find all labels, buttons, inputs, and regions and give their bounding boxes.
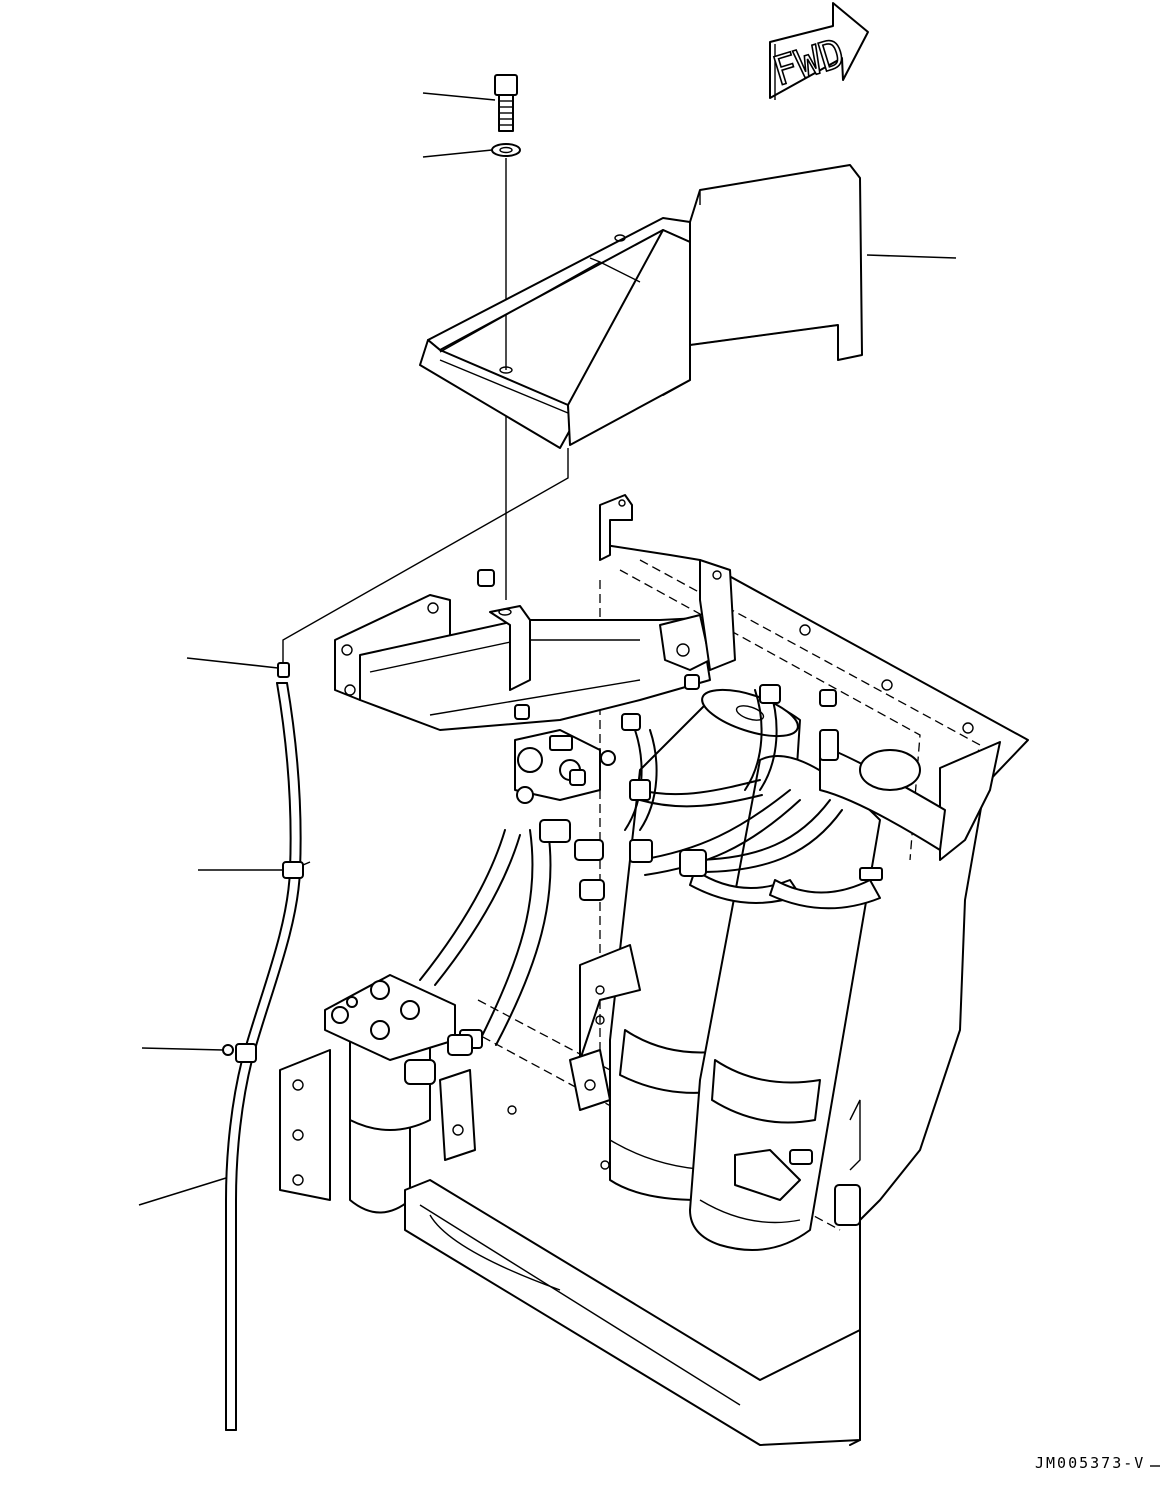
tube-clamp-lower-icon	[222, 1043, 257, 1063]
callout-leader-washer	[422, 149, 493, 158]
lower-frame-plate	[279, 944, 861, 1446]
filter-cylinder-right	[689, 755, 881, 1251]
drawing-code-label: JM005373-V	[1035, 1454, 1145, 1472]
upper-cross-bracket	[334, 494, 736, 731]
callout-leader-cap	[186, 657, 279, 669]
assembly-leader-line	[282, 448, 569, 662]
cover-bracket	[419, 164, 863, 449]
callout-leader-cover-bracket	[866, 254, 957, 259]
valve-block	[514, 713, 641, 804]
right-arm-bracket	[819, 729, 946, 851]
dipstick-tube	[225, 662, 302, 1431]
hose-lines	[419, 689, 843, 1046]
callout-leader-lower-clamp	[141, 1047, 224, 1051]
fwd-arrow-icon: FWD	[767, 2, 869, 100]
tube-clamp-upper-icon	[282, 861, 311, 879]
callout-leader-bolt	[422, 92, 496, 101]
small-filter	[324, 974, 476, 1214]
callout-leader-tube	[138, 1177, 227, 1206]
cylinder-band-clamp	[689, 867, 883, 1201]
bolt-icon	[494, 74, 518, 132]
washer-icon	[491, 143, 521, 157]
